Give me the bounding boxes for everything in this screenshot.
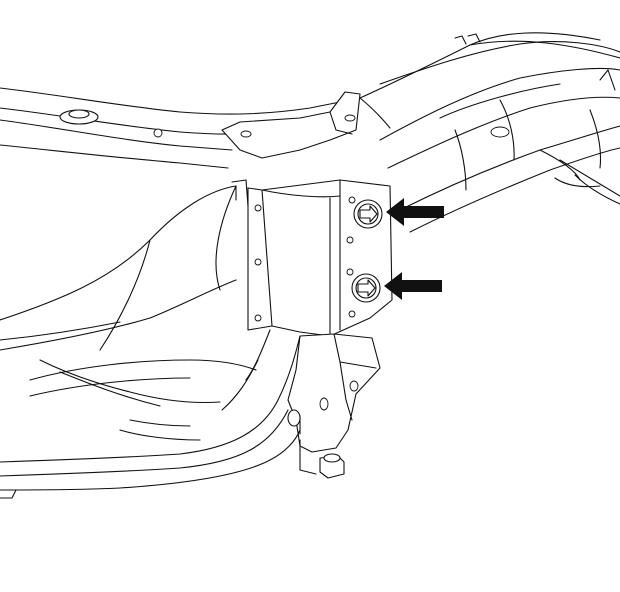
left-wheelhouse	[0, 185, 257, 441]
upper-crossmember	[0, 32, 620, 169]
lower-fender-arc	[0, 329, 301, 499]
upper-mount-bolt	[353, 199, 383, 229]
callout-arrow-lower	[384, 272, 442, 300]
right-frame-rail	[379, 67, 620, 233]
top-mount-boss	[59, 109, 163, 138]
callout-arrow-upper	[386, 198, 444, 226]
lower-mount-bolt	[351, 273, 381, 303]
lower-frame-bracket	[287, 333, 381, 479]
top-bracket	[221, 91, 361, 159]
